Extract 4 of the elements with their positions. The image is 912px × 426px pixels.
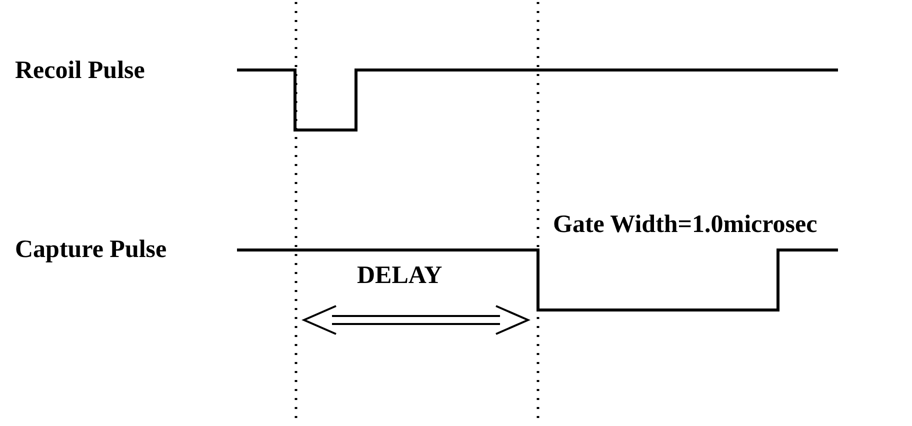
annotation-label: Gate Width=1.0microsec: [553, 211, 818, 238]
signal-label: Capture Pulse: [15, 236, 167, 264]
signal-label: Recoil Pulse: [15, 57, 145, 84]
dimension-label: DELAY: [357, 262, 442, 290]
